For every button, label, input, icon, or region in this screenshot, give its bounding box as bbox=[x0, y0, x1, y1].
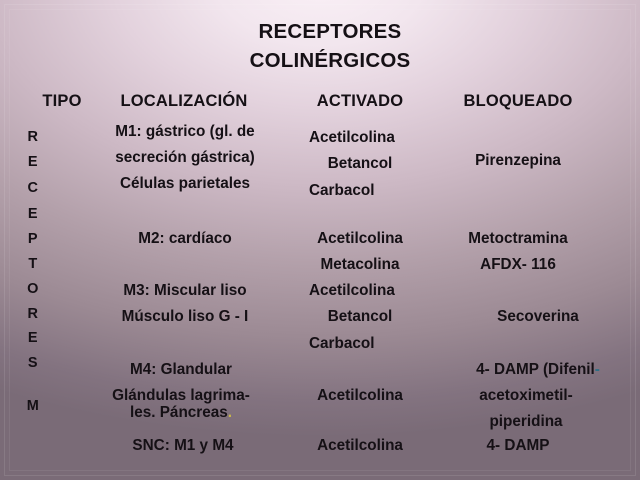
row-m1-localizacion-line-3: Células parietales bbox=[119, 175, 251, 192]
row-m3-activado-line-1: Acetilcolina bbox=[309, 282, 395, 299]
row-m1-bloqueado-line-1: Pirenzepina bbox=[475, 152, 561, 169]
row-snc-bloqueado-line-1: 4- DAMP bbox=[486, 437, 550, 454]
row-m3-activado-line-2: Betancol bbox=[327, 308, 393, 325]
row-m2-bloqueado-line-1: Metoctramina bbox=[468, 230, 568, 247]
row-m3-activado-line-3: Carbacol bbox=[309, 335, 375, 352]
row-m4-localizacion-trailing-dot: . bbox=[227, 404, 233, 421]
vertical-letter-r-2: R bbox=[27, 306, 39, 322]
column-header-tipo: TIPO bbox=[42, 92, 82, 110]
row-m4-activado-line-1: Acetilcolina bbox=[317, 387, 403, 404]
row-m1-activado-line-3: Carbacol bbox=[309, 182, 375, 199]
row-m1-localizacion-line-1: M1: gástrico (gl. de bbox=[115, 123, 255, 140]
row-m1-activado-line-1: Acetilcolina bbox=[309, 129, 395, 146]
page-title-line-2: COLINÉRGICOS bbox=[249, 49, 411, 72]
vertical-letter-r-1: R bbox=[27, 129, 39, 145]
vertical-letter-e-3: E bbox=[27, 330, 39, 346]
column-header-bloqueado: BLOQUEADO bbox=[463, 92, 573, 110]
vertical-letter-m: M bbox=[26, 398, 40, 414]
row-m2-activado-line-2: Metacolina bbox=[320, 256, 400, 273]
vertical-letter-s: S bbox=[27, 355, 39, 371]
row-m4-bloqueado-trailing-dash: - bbox=[594, 361, 600, 378]
vertical-letter-c: C bbox=[27, 180, 39, 196]
row-m4-localizacion-line-3-text: les. Páncreas bbox=[129, 404, 228, 421]
vertical-letter-e-1: E bbox=[27, 154, 39, 170]
vertical-letter-e-2: E bbox=[27, 206, 39, 222]
row-snc-localizacion-line-1: SNC: M1 y M4 bbox=[132, 437, 234, 454]
row-m4-bloqueado-line-2: acetoximetil- bbox=[479, 387, 573, 404]
row-m4-bloqueado-line-3: piperidina bbox=[489, 413, 563, 430]
row-m3-localizacion-line-1: M3: Miscular liso bbox=[123, 282, 247, 299]
row-m3-bloqueado-line-1: Secoverina bbox=[497, 308, 579, 325]
row-m4-bloqueado-line-1: 4- DAMP (Difenil- bbox=[476, 362, 600, 377]
row-m4-localizacion-line-3: les. Páncreas. bbox=[130, 405, 232, 420]
column-header-activado: ACTIVADO bbox=[316, 92, 404, 110]
row-m1-localizacion-line-2: secreción gástrica) bbox=[115, 149, 255, 166]
vertical-letter-o: O bbox=[27, 281, 39, 297]
vertical-letter-t: T bbox=[28, 256, 38, 272]
row-m2-activado-line-1: Acetilcolina bbox=[317, 230, 403, 247]
row-m4-localizacion-line-1: M4: Glandular bbox=[130, 361, 232, 378]
row-m4-localizacion-line-2: Glándulas lagrima- bbox=[112, 387, 250, 404]
row-m1-activado-line-2: Betancol bbox=[327, 155, 393, 172]
row-snc-activado-line-1: Acetilcolina bbox=[317, 437, 403, 454]
row-m2-bloqueado-line-2: AFDX- 116 bbox=[480, 256, 556, 273]
row-m4-bloqueado-line-1-text: 4- DAMP (Difenil bbox=[476, 361, 595, 378]
page-title-line-1: RECEPTORES bbox=[258, 20, 402, 43]
vertical-letter-p: P bbox=[27, 231, 39, 247]
column-header-localizacion: LOCALIZACIÓN bbox=[120, 92, 248, 110]
row-m2-localizacion-line-1: M2: cardíaco bbox=[138, 230, 232, 247]
row-m3-localizacion-line-2: Músculo liso G - I bbox=[121, 308, 249, 325]
